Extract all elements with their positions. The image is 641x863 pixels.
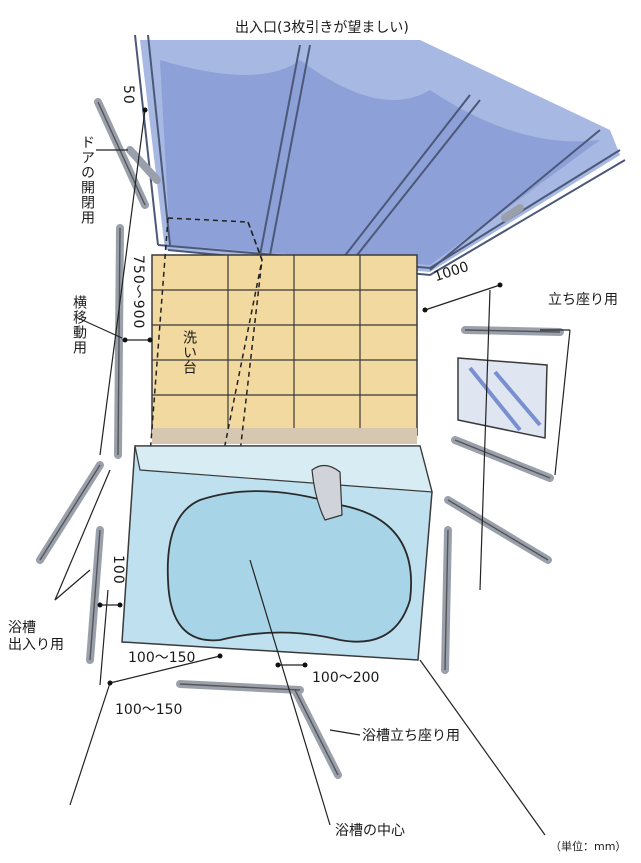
tile-grid xyxy=(152,255,417,435)
leader-lines xyxy=(54,109,571,836)
window-clouds xyxy=(160,60,600,265)
tub-stand-sit-label: 浴槽立ち座り用 xyxy=(362,728,460,744)
unit-label: （単位：mm） xyxy=(550,840,627,853)
dimension-dots xyxy=(97,107,503,686)
window-sky xyxy=(140,40,620,272)
dim-100-150-b: 100～150 xyxy=(115,702,183,718)
faucet xyxy=(311,464,343,521)
dim-100-150-a: 100～150 xyxy=(128,650,196,666)
dim-100-200: 100～200 xyxy=(312,670,380,686)
lateral-move-label: 横移動用 xyxy=(71,295,87,355)
tub-entry-label: 浴槽 出入り用 xyxy=(8,620,64,653)
dim-750-900: 750～900 xyxy=(130,255,146,330)
door-open-close-label: ドアの開閉用 xyxy=(79,135,95,225)
dim-50: 50 xyxy=(120,85,136,105)
entrance-label: 出入口(3枚引きが望ましい) xyxy=(235,20,409,36)
washstand-label: 洗い台 xyxy=(181,330,197,375)
stand-sit-label: 立ち座り用 xyxy=(548,292,618,308)
tub-center-label: 浴槽の中心 xyxy=(335,823,405,839)
dim-100: 100 xyxy=(110,555,126,585)
tile-wall xyxy=(151,254,418,436)
wall-ledge xyxy=(152,428,417,444)
